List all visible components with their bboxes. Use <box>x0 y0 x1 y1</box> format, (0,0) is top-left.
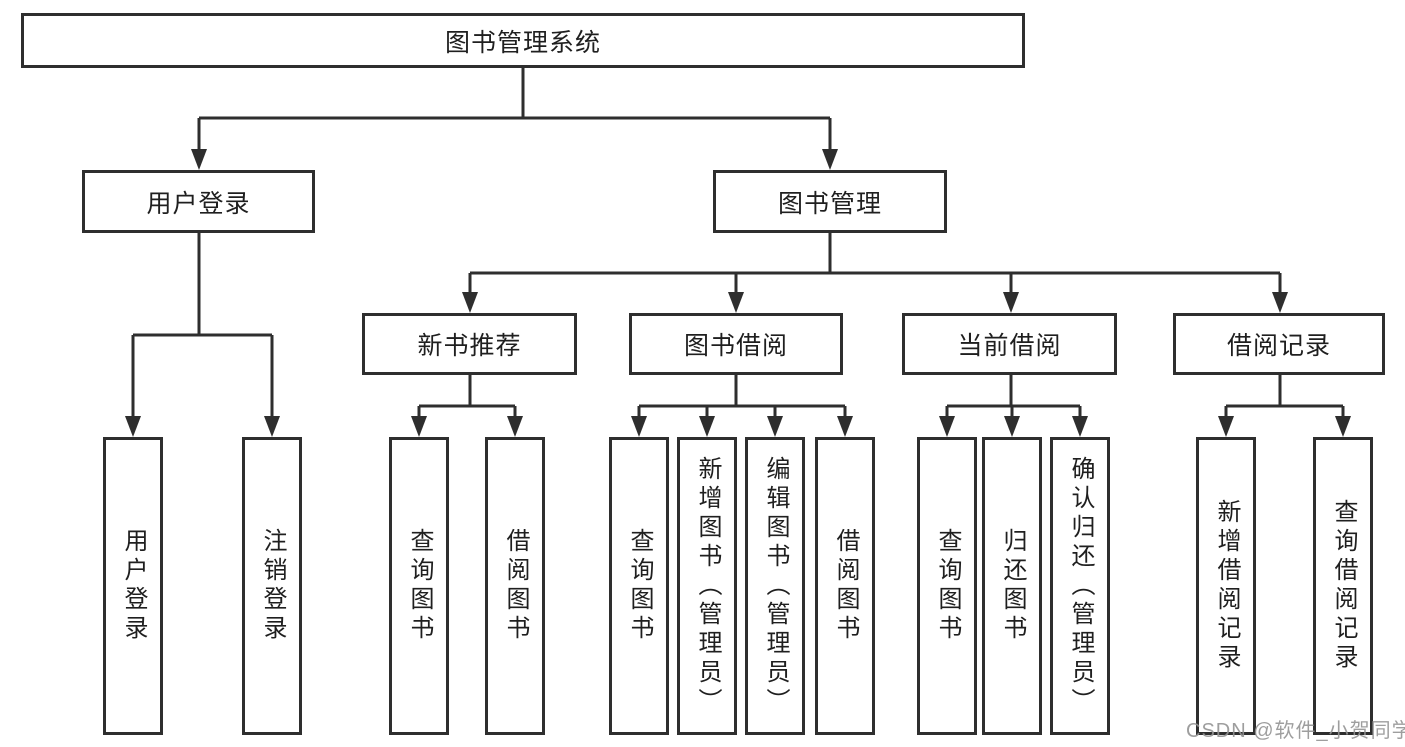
leaf-label: 用户登录 <box>120 528 147 644</box>
node-label: 图书借阅 <box>683 332 788 360</box>
node-new-book-recommendation: 新书推荐 <box>362 313 577 375</box>
leaf-query-borrow-record: 查询借阅记录 <box>1313 437 1373 735</box>
leaf-label: 注销登录 <box>259 528 286 644</box>
leaf-edit-books-admin: 编辑图书（管理员） <box>745 437 805 735</box>
leaf-label: 查询图书 <box>626 528 653 644</box>
csdn-watermark: CSDN @软件_小贺同学 <box>1186 720 1405 742</box>
arrowheads <box>125 149 1351 437</box>
node-library-management-system: 图书管理系统 <box>21 13 1025 68</box>
leaf-borrow-books-recommend: 借阅图书 <box>485 437 545 735</box>
leaf-borrow-books: 借阅图书 <box>815 437 875 735</box>
leaf-confirm-return-admin: 确认归还（管理员） <box>1050 437 1110 735</box>
leaf-query-books-current: 查询图书 <box>917 437 977 735</box>
leaf-label: 借阅图书 <box>832 528 859 644</box>
leaf-label: 查询图书 <box>406 528 433 644</box>
node-label: 图书管理 <box>777 189 882 218</box>
node-label: 借阅记录 <box>1226 332 1331 360</box>
node-label: 用户登录 <box>146 189 251 218</box>
leaf-return-books: 归还图书 <box>982 437 1042 735</box>
leaf-label: 归还图书 <box>999 528 1026 644</box>
leaf-label: 确认归还（管理员） <box>1067 455 1094 717</box>
leaf-label: 借阅图书 <box>502 528 529 644</box>
leaf-label: 新增图书（管理员） <box>694 455 721 717</box>
leaf-add-books-admin: 新增图书（管理员） <box>677 437 737 735</box>
leaf-label: 查询图书 <box>934 528 961 644</box>
node-book-management: 图书管理 <box>713 170 947 233</box>
leaf-logout: 注销登录 <box>242 437 302 735</box>
node-label: 新书推荐 <box>417 332 522 360</box>
leaf-label: 编辑图书（管理员） <box>762 455 789 717</box>
leaf-user-login: 用户登录 <box>103 437 163 735</box>
node-borrowing-records: 借阅记录 <box>1173 313 1385 375</box>
leaf-label: 新增借阅记录 <box>1213 499 1240 673</box>
node-label: 当前借阅 <box>957 332 1062 360</box>
node-user-login: 用户登录 <box>82 170 315 233</box>
leaf-label: 查询借阅记录 <box>1330 499 1357 673</box>
leaf-add-borrow-record: 新增借阅记录 <box>1196 437 1256 735</box>
node-book-borrowing: 图书借阅 <box>629 313 843 375</box>
leaf-query-books-borrow: 查询图书 <box>609 437 669 735</box>
node-current-borrowing: 当前借阅 <box>902 313 1117 375</box>
leaf-query-books-recommend: 查询图书 <box>389 437 449 735</box>
node-label: 图书管理系统 <box>444 28 601 57</box>
